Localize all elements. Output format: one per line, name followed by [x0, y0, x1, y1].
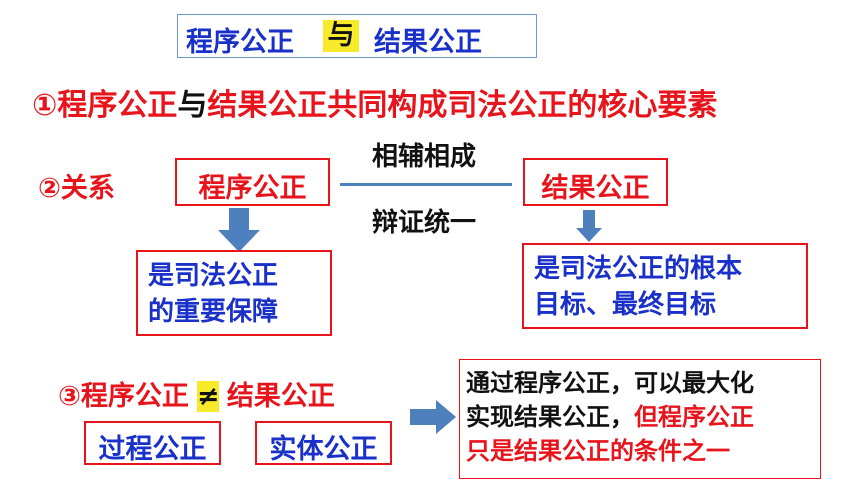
title-right: 结果公正 [374, 27, 482, 58]
result-justice-description-box: 是司法公正的根本 目标、最终目标 [522, 243, 808, 329]
procedural-justice-label: 程序公正 [198, 173, 307, 204]
conclusion-line2: 实现结果公正，但程序公正 [466, 400, 754, 434]
procedural-desc-line1: 是司法公正 [148, 261, 279, 291]
result-desc-line1: 是司法公正的根本 [534, 254, 743, 284]
result-justice-label: 结果公正 [541, 173, 650, 204]
conclusion-box: 通过程序公正，可以最大化 实现结果公正，但程序公正 只是结果公正的条件之一 [459, 359, 821, 479]
conclusion-line2-red: 但程序公正 [634, 403, 754, 431]
procedural-justice-box: 程序公正 [175, 158, 330, 206]
point-3-left: ③程序公正 [58, 381, 189, 412]
not-equal-icon: ≠ [196, 381, 220, 412]
title-connector: 与 [323, 20, 359, 52]
down-arrow-icon [218, 208, 260, 252]
point-1: ①程序公正与结果公正共同构成司法公正的核心要素 [32, 80, 717, 124]
point-1-part2: 与 [177, 88, 208, 123]
relation-top-text: 相辅相成 [372, 142, 477, 172]
right-arrow-icon [410, 400, 456, 434]
conclusion-line1: 通过程序公正，可以最大化 [466, 369, 754, 397]
title-box: 程序公正 与 结果公正 [177, 14, 537, 58]
substantive-justice-box: 实体公正 [255, 421, 392, 465]
process-justice-box: 过程公正 [84, 421, 221, 465]
relation-line [340, 183, 512, 186]
down-arrow-icon [576, 210, 602, 242]
point-2-label: ②关系 [38, 173, 115, 204]
point-1-part1: ①程序公正 [32, 88, 178, 123]
conclusion-line2-black: 实现结果公正， [466, 403, 634, 431]
title-left: 程序公正 [186, 27, 294, 58]
result-desc-line2: 目标、最终目标 [534, 290, 717, 320]
conclusion-line3: 只是结果公正的条件之一 [466, 437, 730, 465]
process-justice-label: 过程公正 [98, 434, 207, 465]
point-3-right: 结果公正 [226, 381, 335, 412]
point-3: ③程序公正≠结果公正 [58, 374, 335, 413]
substantive-justice-label: 实体公正 [269, 434, 378, 465]
relation-bottom-text: 辩证统一 [372, 208, 477, 238]
procedural-justice-description-box: 是司法公正 的重要保障 [136, 250, 332, 336]
result-justice-box: 结果公正 [523, 158, 668, 206]
point-1-part3: 结果公正共同构成司法公正的核心要素 [207, 88, 718, 123]
procedural-desc-line2: 的重要保障 [148, 297, 279, 327]
